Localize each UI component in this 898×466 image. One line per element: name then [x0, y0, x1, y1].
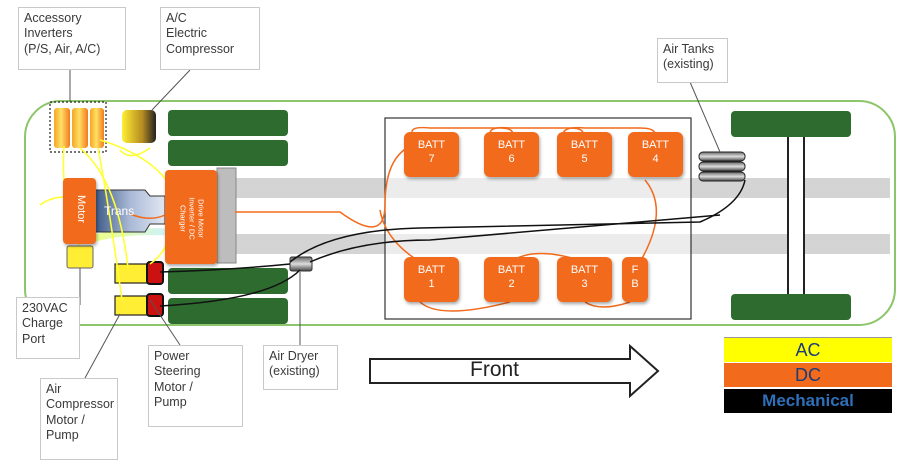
- wheel-front-left-outer: [168, 110, 288, 136]
- front-label: Front: [470, 358, 520, 381]
- accessory-inverters-box: [49, 101, 107, 153]
- air-tank-2: [698, 161, 746, 172]
- motor-label: Motor: [75, 194, 87, 224]
- callout-accessory-inverters: Accessory Inverters (P/S, Air, A/C): [18, 7, 126, 70]
- callout-charge-port: 230VAC Charge Port: [16, 297, 80, 359]
- front-arrow: [369, 343, 660, 399]
- wheel-rear-left: [731, 111, 851, 137]
- rear-axle: [787, 134, 805, 296]
- transmission-label: Trans: [104, 204, 135, 218]
- callout-air-compressor: Air Compressor Motor / Pump: [40, 378, 118, 460]
- wheel-front-right-inner: [168, 268, 288, 294]
- power-steering-pump: [146, 261, 164, 285]
- callout-air-dryer: Air Dryer (existing): [263, 345, 338, 390]
- wheel-front-left-inner: [168, 140, 288, 166]
- power-steering-motor: [114, 263, 150, 284]
- accessory-inverter-1: [54, 108, 70, 148]
- air-tank-1: [698, 151, 746, 162]
- callout-ac-electric-compressor: A/C Electric Compressor: [160, 7, 260, 70]
- drivetrain-glow: [94, 228, 171, 242]
- legend-ac: AC: [724, 337, 892, 362]
- accessory-inverter-2: [72, 108, 88, 148]
- legend-dc: DC: [724, 363, 892, 387]
- callout-leaders: [69, 69, 721, 379]
- drive-motor-inverter-label: Drive Motor Inverter / DC Charger: [178, 197, 206, 240]
- front-axle: [216, 167, 237, 264]
- wheel-rear-right: [731, 294, 851, 320]
- drive-motor-inverter-block: [165, 170, 217, 264]
- charge-port-unit: [66, 245, 94, 269]
- legend-mechanical: Mechanical: [724, 389, 892, 413]
- motor-block: [63, 178, 96, 244]
- air-compressor-motor: [114, 295, 150, 316]
- air-compressor-pump: [146, 293, 164, 317]
- wheel-front-right-outer: [168, 298, 288, 324]
- mechanical-lines: [159, 179, 746, 307]
- air-tank-3: [698, 171, 746, 182]
- ac-compressor-unit: [122, 110, 156, 143]
- chassis-outline: [24, 100, 896, 326]
- accessory-inverter-3: [90, 108, 104, 148]
- callout-power-steering: Power Steering Motor / Pump: [148, 345, 243, 427]
- callout-air-tanks: Air Tanks (existing): [657, 38, 728, 83]
